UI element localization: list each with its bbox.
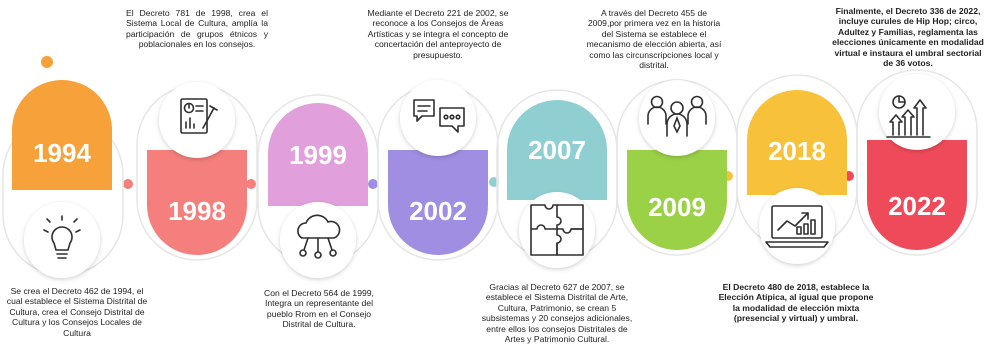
note-1998-text: El Decreto 781 de 1998, crea el Sistema … [126, 8, 268, 50]
milestone-2007: 2007 [496, 89, 618, 268]
year-label-1999: 1999 [289, 140, 347, 170]
milestone-2022: 2022 [856, 69, 978, 256]
milestone-1994: 1994 [2, 80, 124, 278]
note-2007: Gracias al Decreto 627 de 2007, se estab… [481, 282, 633, 345]
year-label-2018: 2018 [768, 136, 826, 166]
note-2022: Finalmente, el Decreto 336 de 2022, incl… [832, 6, 984, 69]
milestone-band-2002 [388, 150, 488, 255]
milestone-band-2018 [747, 90, 847, 195]
milestone-2009: 2009 [616, 79, 738, 256]
note-1998: El Decreto 781 de 1998, crea el Sistema … [126, 8, 268, 50]
year-label-1994: 1994 [33, 138, 91, 168]
connector-dot [246, 179, 256, 189]
connector-dot [368, 179, 378, 189]
milestone-2002: 2002 [377, 80, 499, 261]
milestone-band-1998 [147, 150, 247, 255]
year-label-1998: 1998 [168, 196, 226, 226]
timeline-arc-2022 [856, 69, 978, 256]
note-1999: Con el Decreto 564 de 1999, Integra un r… [264, 288, 374, 330]
timeline-arc-1998 [136, 84, 258, 261]
milestone-2018: 2018 [736, 74, 858, 264]
milestone-band-1999 [268, 103, 368, 206]
note-2018: El Decreto 480 de 2018, establece la Ele… [718, 282, 874, 324]
chat-bubbles-icon [413, 99, 465, 133]
milestone-band-2022 [867, 140, 967, 250]
lightbulb-icon [43, 215, 81, 259]
milestone-1998: 1998 [136, 82, 258, 261]
milestone-band-2009 [627, 150, 727, 250]
cloud-network-icon [297, 214, 341, 259]
growth-chart-icon [886, 95, 931, 138]
people-group-icon [647, 95, 707, 137]
timeline-arc-2002 [377, 84, 499, 261]
connector-dot [123, 179, 133, 189]
milestone-1999: 1999 [257, 94, 379, 278]
laptop-growth-icon [765, 205, 829, 248]
note-2009: A través del Decreto 455 de 2009,por pri… [586, 8, 722, 71]
year-label-2007: 2007 [528, 135, 586, 165]
milestone-band-1994 [12, 80, 112, 190]
puzzle-icon [530, 204, 584, 256]
timeline-start-dot [41, 56, 53, 68]
year-label-2009: 2009 [648, 192, 706, 222]
year-label-2002: 2002 [409, 196, 467, 226]
year-label-2022: 2022 [888, 191, 946, 221]
document-chart-icon [180, 98, 218, 134]
milestone-band-2007 [507, 100, 607, 200]
note-2002: Mediante el Decreto 221 de 2002, se reco… [367, 8, 509, 60]
note-1994: Se crea el Decreto 462 de 1994, el cual … [6, 286, 148, 338]
